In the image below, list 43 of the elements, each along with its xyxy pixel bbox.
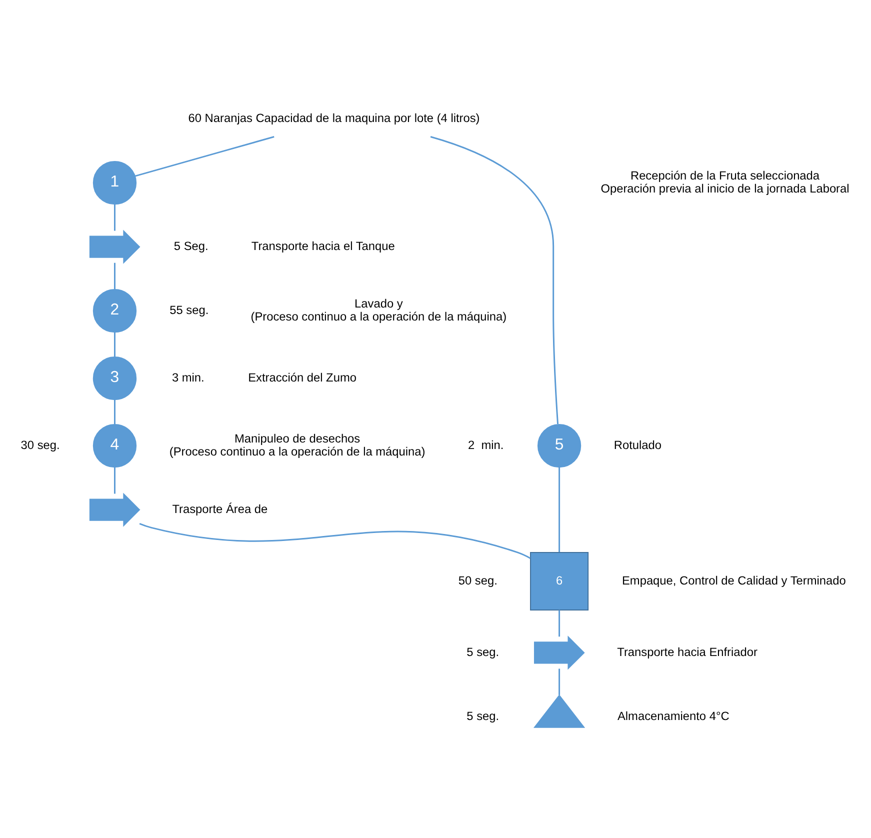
node-arrow [89,229,140,264]
connector [558,668,560,694]
node-label: 50 seg. [458,572,498,587]
node-label: Transporte hacia Enfriador [617,644,758,658]
node-label: Rotulado [614,437,662,452]
node-label: Almacenamiento 4°C [617,708,730,722]
node-label: (Proceso continuo a la operación de la máquina) [250,308,507,323]
node-label: (Proceso continuo a la operación de la máquina) [169,444,426,458]
node-circle: 5 [537,423,582,468]
connector [558,610,560,636]
connector [114,204,116,230]
node-circle: 3 [92,356,137,400]
node-label: 30 seg. [20,437,60,452]
node-label: 2 min. [468,437,504,452]
node-circle: 4 [92,423,137,468]
node-arrow [534,635,585,670]
connector [114,332,116,356]
node-label: Extracción del Zumo [248,370,356,384]
node-box: 6 [530,551,589,610]
node-label: Transporte hacia el Tanque [251,238,395,252]
node-label: 5 seg. [466,644,500,658]
node-label: Manipuleo de desechos [234,430,360,445]
node-arrow [89,492,140,526]
node-label: 3 min. [172,370,204,384]
node-label: 5 Seg. [174,238,208,252]
node-label: Lavado y [354,296,403,310]
connector [114,466,116,494]
node-label: Empaque, Control de Calidad y Terminado [622,572,846,587]
connector [114,399,116,424]
node-circle: 2 [92,288,137,332]
node-label: 5 seg. [466,708,500,722]
node-label: 55 seg. [170,302,209,316]
connector [114,262,116,289]
node-triangle [533,694,586,728]
node-text: 60 Naranjas Capacidad de la maquina por lote (4 litros) [188,110,480,124]
connector [430,136,559,424]
node-label: Recepción de la Fruta seleccionada [630,168,820,182]
node-label: Operación previa al inicio de la jornada Laboral [600,180,850,195]
connector [139,522,531,558]
node-circle: 1 [92,160,137,204]
connector [558,466,560,552]
connector [134,136,274,176]
node-label: Trasporte Área de [172,501,268,516]
